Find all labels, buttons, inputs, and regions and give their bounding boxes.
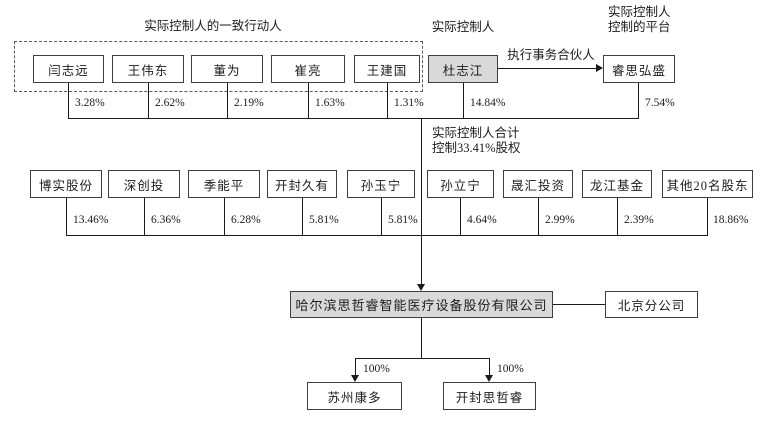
- shareholder-name: 闫志远: [48, 63, 89, 78]
- shareholder-box-yan-zhiyuan: 闫志远: [33, 55, 104, 83]
- shareholder-box-boshi-gufen: 博实股份: [30, 170, 102, 198]
- label-controlled-platform: 实际控制人 控制的平台: [608, 5, 671, 35]
- connector-line: [68, 83, 69, 118]
- subsidiary-split-line: [355, 358, 489, 359]
- shareholder-box-wang-jianguo: 王建国: [354, 55, 420, 83]
- connector-line: [144, 198, 145, 235]
- company-name: 哈尔滨思哲睿智能医疗设备股份有限公司: [295, 298, 548, 313]
- connector-line: [148, 83, 149, 118]
- branch-box: 北京分公司: [605, 291, 698, 318]
- ownership-pct-label: 14.84%: [470, 97, 506, 109]
- ownership-pct-label: 100%: [497, 363, 524, 375]
- connector-line: [387, 83, 388, 118]
- connector-line: [538, 198, 539, 235]
- ownership-pct-label: 6.36%: [151, 214, 181, 226]
- connector-line: [463, 83, 464, 118]
- shareholder-name: 孙立宁: [440, 178, 481, 193]
- shareholder-box-other-20: 其他20名股东: [662, 170, 753, 198]
- shareholder-name: 晟汇投资: [510, 178, 565, 193]
- label-controlled-platform-line1: 实际控制人: [608, 5, 671, 19]
- executive-partner-arrowhead-icon: [596, 63, 603, 72]
- label-total-control-line1: 实际控制人合计: [432, 126, 520, 140]
- shareholder-box-ji-nengping: 季能平: [188, 170, 260, 198]
- ownership-pct-label: 2.19%: [234, 97, 264, 109]
- shareholder-box-dong-wei: 董为: [191, 55, 263, 83]
- shareholder-name: 季能平: [203, 178, 245, 193]
- subsidiary-name: 苏州康多: [327, 390, 382, 405]
- connector-line: [707, 198, 708, 235]
- connector-line: [381, 198, 382, 235]
- connector-line: [355, 358, 356, 376]
- shareholder-box-wang-weidong: 王伟东: [112, 55, 184, 83]
- label-total-control: 实际控制人合计 控制33.41%股权: [432, 126, 521, 156]
- ownership-pct-label: 13.46%: [73, 214, 109, 226]
- shareholder-box-sun-yuning: 孙玉宁: [347, 170, 415, 198]
- shareholder-name: 龙江基金: [589, 178, 644, 193]
- branch-name: 北京分公司: [617, 299, 686, 313]
- ownership-pct-label: 2.99%: [545, 214, 575, 226]
- subsidiary-arrowhead-icon: [485, 375, 493, 382]
- shareholder-name: 睿思弘盛: [611, 63, 666, 78]
- company-box: 哈尔滨思哲睿智能医疗设备股份有限公司: [290, 291, 553, 318]
- connector-line: [227, 83, 228, 118]
- shareholder-box-ruisi-hongsheng: 睿思弘盛: [603, 55, 675, 83]
- ownership-pct-label: 1.31%: [394, 97, 424, 109]
- ownership-pct-label: 1.63%: [315, 97, 345, 109]
- connector-line: [308, 83, 309, 118]
- shareholder-box-sun-lining: 孙立宁: [427, 170, 494, 198]
- shareholder-box-longjiang-jijin: 龙江基金: [582, 170, 652, 198]
- ownership-pct-label: 100%: [363, 363, 390, 375]
- shareholder-box-shenchuangtou: 深创投: [108, 170, 180, 198]
- label-acting-in-concert: 实际控制人的一致行动人: [144, 19, 282, 33]
- shareholder-box-shenghui-touzi: 晟汇投资: [503, 170, 573, 198]
- connector-line: [460, 198, 461, 235]
- shareholder-name: 董为: [213, 63, 241, 78]
- ownership-pct-label: 2.62%: [155, 97, 185, 109]
- shareholder-name: 崔亮: [294, 63, 322, 78]
- row2-bus-line: [66, 235, 708, 236]
- label-actual-controller: 实际控制人: [431, 20, 495, 34]
- shareholder-box-cui-liang: 崔亮: [271, 55, 345, 83]
- subsidiary-name: 开封思哲睿: [455, 390, 524, 405]
- shareholder-name: 其他20名股东: [666, 178, 749, 193]
- shareholder-box-kaifeng-jiuyou: 开封久有: [267, 170, 337, 198]
- branch-connector-line: [553, 304, 605, 305]
- executive-partner-connector-line: [498, 68, 596, 69]
- connector-line: [302, 198, 303, 235]
- label-total-control-line2: 控制33.41%股权: [432, 141, 521, 155]
- label-executive-partner: 执行事务合伙人: [507, 48, 595, 62]
- central-connector-line: [421, 118, 422, 285]
- subsidiary-box-kaifeng-sizherui: 开封思哲睿: [443, 382, 536, 410]
- connector-line: [489, 358, 490, 376]
- shareholder-name: 孙玉宁: [360, 178, 402, 193]
- ownership-pct-label: 4.64%: [467, 214, 497, 226]
- shareholder-name: 杜志江: [442, 63, 484, 78]
- shareholder-name: 开封久有: [274, 178, 329, 193]
- connector-line: [224, 198, 225, 235]
- ownership-pct-label: 6.28%: [231, 214, 261, 226]
- shareholder-name: 博实股份: [38, 178, 93, 193]
- connector-line: [66, 198, 67, 235]
- ownership-pct-label: 3.28%: [75, 97, 105, 109]
- connector-line: [617, 198, 618, 235]
- ownership-pct-label: 2.39%: [624, 214, 654, 226]
- acting-in-concert-group-outline: [14, 41, 423, 92]
- ownership-pct-label: 7.54%: [645, 97, 675, 109]
- row1-bus-line: [68, 118, 639, 119]
- ownership-pct-label: 5.81%: [309, 214, 339, 226]
- shareholder-name: 深创投: [123, 178, 165, 193]
- ownership-pct-label: 5.81%: [388, 214, 418, 226]
- shareholder-name: 王伟东: [127, 63, 169, 78]
- shareholder-box-du-zhijiang: 杜志江: [428, 55, 498, 83]
- shareholder-name: 王建国: [366, 63, 408, 78]
- label-controlled-platform-line2: 控制的平台: [608, 20, 671, 34]
- company-arrowhead-icon: [417, 284, 425, 291]
- company-down-line: [421, 318, 422, 358]
- subsidiary-arrowhead-icon: [351, 375, 359, 382]
- ownership-pct-label: 18.86%: [713, 214, 749, 226]
- subsidiary-box-suzhou-kangduo: 苏州康多: [307, 382, 402, 410]
- connector-line: [638, 83, 639, 118]
